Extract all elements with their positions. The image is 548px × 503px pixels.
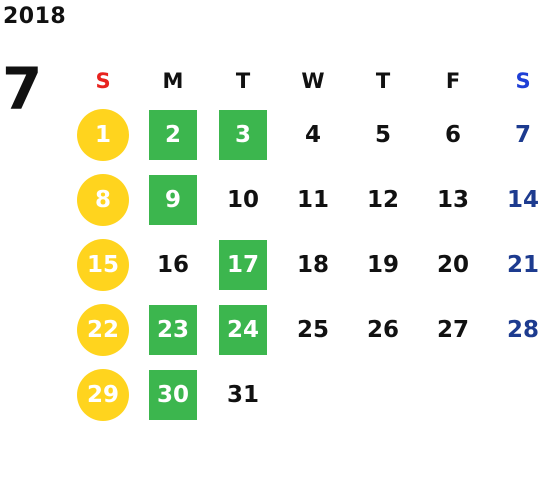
day-cell-saturday: 14 (488, 167, 548, 232)
weekday-header-tuesday: T (235, 69, 251, 93)
day-number: 23 (156, 316, 189, 343)
day-number: 15 (86, 251, 119, 278)
day-cell: 25 (278, 297, 348, 362)
day-cell-empty (488, 362, 548, 427)
day-number: 20 (436, 251, 469, 278)
day-number: 11 (296, 186, 329, 213)
day-number: 2 (164, 121, 181, 148)
day-cell: 4 (278, 102, 348, 167)
day-number: 14 (506, 186, 539, 213)
day-number: 17 (226, 251, 259, 278)
day-number: 19 (366, 251, 399, 278)
day-cell-empty (418, 362, 488, 427)
day-cell-empty (348, 362, 418, 427)
weekday-header-thursday: T (375, 69, 391, 93)
day-number: 3 (234, 121, 251, 148)
day-number: 18 (296, 251, 329, 278)
day-cell-holiday: 1 (68, 102, 138, 167)
day-number: 25 (296, 316, 329, 343)
day-number: 10 (226, 186, 259, 213)
day-cell: 5 (348, 102, 418, 167)
day-number: 1 (94, 121, 111, 148)
day-cell-highlighted: 9 (138, 167, 208, 232)
calendar-month: 7 (2, 55, 43, 123)
day-cell: 31 (208, 362, 278, 427)
calendar-grid: S M T W T F S 1 2 3 4 5 6 7 8 9 10 11 12… (68, 60, 548, 427)
day-cell: 13 (418, 167, 488, 232)
day-cell-highlighted: 17 (208, 232, 278, 297)
weekday-header-saturday: S (515, 69, 531, 93)
day-cell: 16 (138, 232, 208, 297)
weekday-header-monday: M (162, 69, 184, 93)
day-cell-highlighted: 23 (138, 297, 208, 362)
day-number: 9 (164, 186, 181, 213)
day-number: 6 (444, 121, 461, 148)
day-cell-saturday: 28 (488, 297, 548, 362)
day-number: 7 (514, 121, 531, 148)
day-cell-saturday: 7 (488, 102, 548, 167)
day-cell-saturday: 21 (488, 232, 548, 297)
day-cell: 19 (348, 232, 418, 297)
day-cell: 10 (208, 167, 278, 232)
weekday-header-sunday: S (95, 69, 111, 93)
day-number: 31 (226, 381, 259, 408)
day-cell: 18 (278, 232, 348, 297)
day-cell-highlighted: 3 (208, 102, 278, 167)
day-number: 26 (366, 316, 399, 343)
day-cell: 12 (348, 167, 418, 232)
day-number: 5 (374, 121, 391, 148)
weekday-header-wednesday: W (301, 69, 325, 93)
day-cell: 6 (418, 102, 488, 167)
day-number: 4 (304, 121, 321, 148)
day-cell: 11 (278, 167, 348, 232)
day-cell-holiday: 15 (68, 232, 138, 297)
day-cell-holiday: 8 (68, 167, 138, 232)
calendar-year: 2018 (3, 4, 67, 29)
day-number: 12 (366, 186, 399, 213)
day-cell-highlighted: 24 (208, 297, 278, 362)
day-cell: 20 (418, 232, 488, 297)
day-number: 28 (506, 316, 539, 343)
day-number: 13 (436, 186, 469, 213)
day-number: 16 (156, 251, 189, 278)
day-cell: 26 (348, 297, 418, 362)
weekday-header-friday: F (445, 69, 461, 93)
day-number: 21 (506, 251, 539, 278)
day-number: 29 (86, 381, 119, 408)
day-number: 27 (436, 316, 469, 343)
day-cell-holiday: 22 (68, 297, 138, 362)
day-cell-highlighted: 2 (138, 102, 208, 167)
day-number: 22 (86, 316, 119, 343)
day-cell-highlighted: 30 (138, 362, 208, 427)
day-number: 24 (226, 316, 259, 343)
day-cell-holiday: 29 (68, 362, 138, 427)
day-cell-empty (278, 362, 348, 427)
day-cell: 27 (418, 297, 488, 362)
day-number: 8 (94, 186, 111, 213)
day-number: 30 (156, 381, 189, 408)
